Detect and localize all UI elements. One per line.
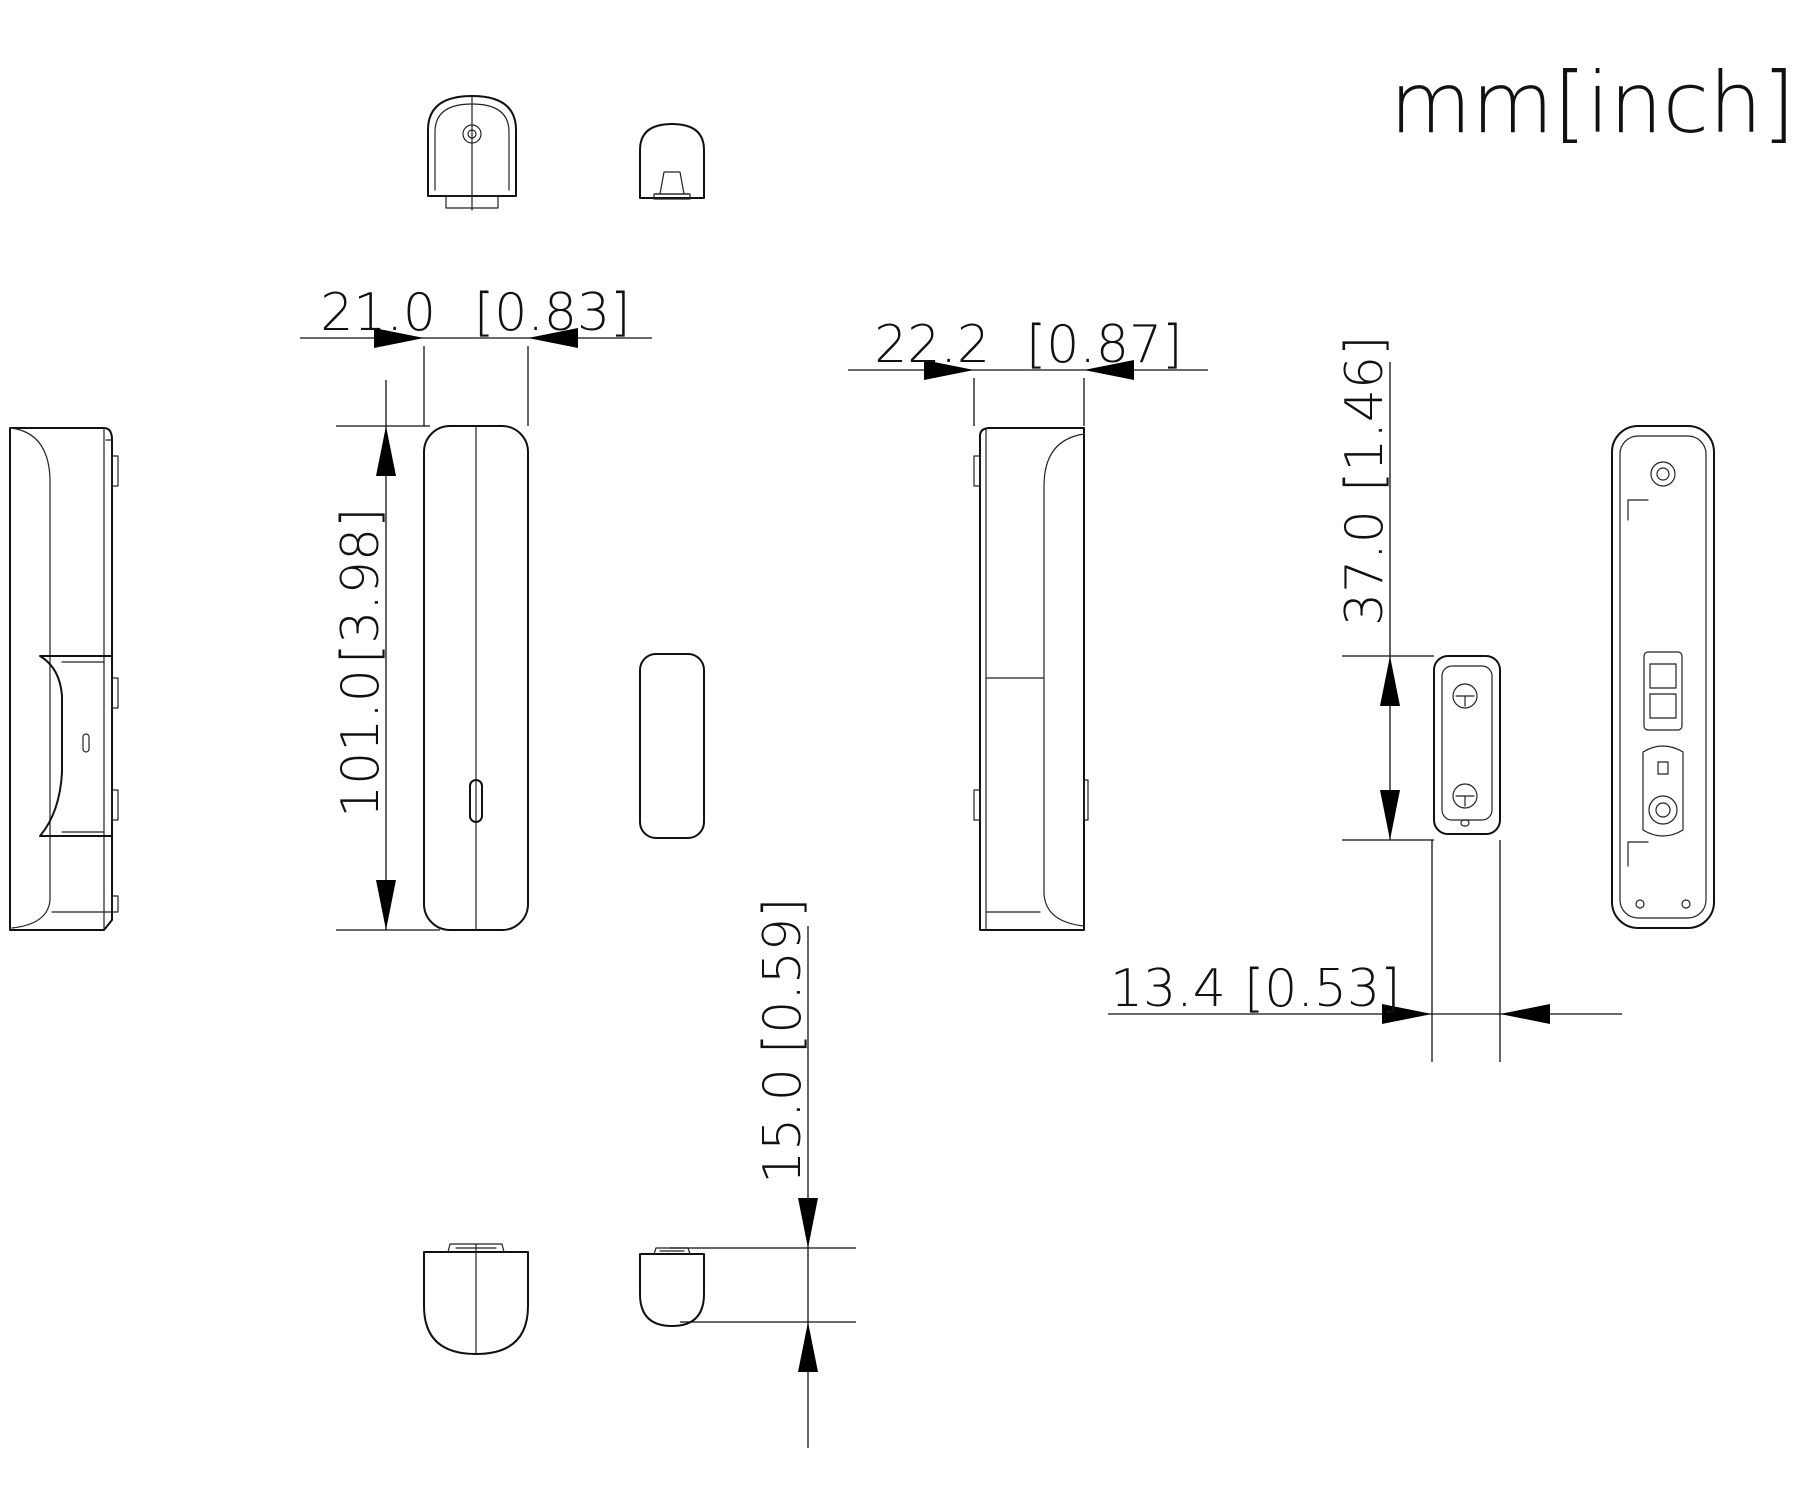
dim-sensor-depth-inch: [0.87] <box>1026 315 1182 375</box>
dim-magnet-width-inch: [0.59] <box>753 898 813 1054</box>
dim-magnet-width-mm: 15.0 <box>753 1068 813 1184</box>
sensor-front-view <box>423 425 529 931</box>
dim-sensor-height-lines <box>336 380 440 931</box>
sensor-back-view <box>1611 425 1715 929</box>
dim-magnet-depth-mm: 13.4 <box>1110 959 1226 1019</box>
dim-magnet-length-mm: 37.0 <box>1335 510 1395 626</box>
sensor-side-view-right <box>973 427 1089 931</box>
dim-sensor-height-inch: [3.98] <box>331 508 391 664</box>
magnet-front-view <box>639 653 705 839</box>
dim-magnet-depth-lines <box>1108 840 1622 1062</box>
sensor-side-view-left <box>9 427 119 931</box>
dim-magnet-depth-inch: [0.53] <box>1244 959 1400 1019</box>
dim-sensor-height-mm: 101.0 <box>331 669 391 818</box>
magnet-back-view <box>1433 655 1501 835</box>
dim-magnet-width-lines <box>670 926 856 1448</box>
dim-sensor-depth-lines <box>848 360 1208 426</box>
dim-magnet-length-inch: [1.46] <box>1335 336 1395 492</box>
magnet-bottom-view <box>639 1247 705 1327</box>
dim-sensor-width-lines <box>300 328 652 426</box>
dim-magnet-length-lines <box>1342 362 1434 841</box>
magnet-top-view <box>639 123 705 200</box>
sensor-bottom-view <box>423 1243 529 1355</box>
sensor-top-view <box>427 95 517 211</box>
units-label: mm[inch] <box>1390 54 1795 152</box>
dim-sensor-width-mm: 21.0 <box>320 283 436 343</box>
dim-sensor-depth-mm: 22.2 <box>874 315 990 375</box>
dim-sensor-width-inch: [0.83] <box>474 283 630 343</box>
